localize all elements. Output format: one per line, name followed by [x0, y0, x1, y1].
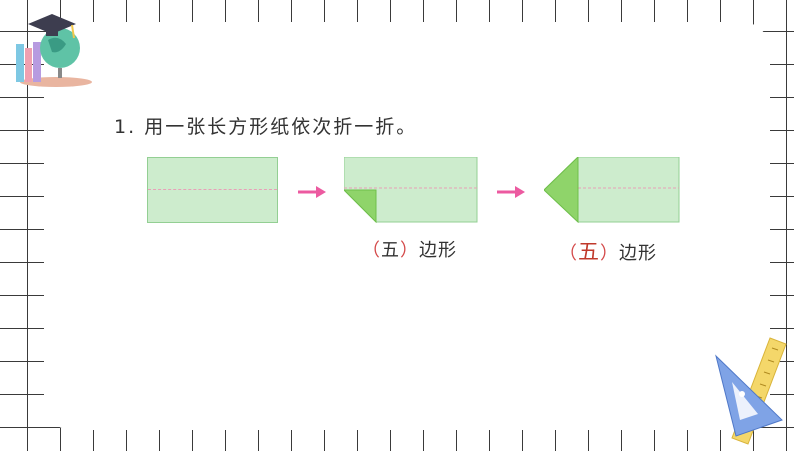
answer-suffix: 边形: [419, 240, 457, 261]
answer-value: 五: [381, 240, 400, 261]
answer-step-2: （五）边形: [362, 236, 457, 262]
graduation-globe-icon: [8, 4, 96, 92]
answer-open-paren: （: [559, 243, 578, 264]
paper-step-2: [344, 157, 478, 223]
paper-step-1: [147, 157, 278, 223]
answer-value: 五: [578, 240, 600, 264]
answer-open-paren: （: [362, 240, 381, 261]
question-number: 1.: [114, 116, 136, 138]
paper-step-3: [544, 157, 680, 223]
right-arrow-icon: [298, 183, 326, 202]
question-line: 1. 用一张长方形纸依次折一折。: [114, 112, 417, 139]
ruler-triangle-icon: [712, 336, 794, 447]
answer-close-paren: ）: [400, 240, 419, 261]
answer-suffix: 边形: [619, 243, 657, 264]
right-arrow-icon: [497, 183, 525, 202]
question-text: 用一张长方形纸依次折一折。: [144, 116, 417, 138]
content-card: [44, 22, 770, 430]
answer-close-paren: ）: [600, 243, 619, 264]
answer-step-3: （五）边形: [559, 236, 657, 266]
fold-line: [148, 189, 277, 190]
